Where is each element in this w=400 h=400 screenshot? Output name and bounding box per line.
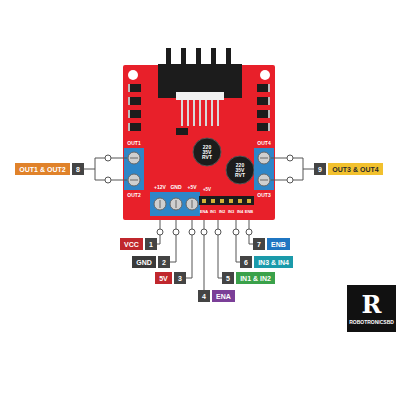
callout-number-text: 6 xyxy=(244,259,248,266)
callout-number: 1 xyxy=(145,238,157,250)
pin-tag-text: ENA xyxy=(216,293,231,300)
board-silkscreen-label: +12V xyxy=(154,185,166,190)
board-silkscreen-label: +5V xyxy=(187,185,196,190)
callout-dot xyxy=(105,155,293,235)
callout-number-text: 9 xyxy=(318,166,322,173)
board-silkscreen-label: IN4 xyxy=(237,210,243,214)
callout-number-text: 1 xyxy=(149,241,153,248)
board-silkscreen-label: IN3 xyxy=(228,210,234,214)
capacitor-marking: 220 35V RVT xyxy=(232,163,248,178)
pin-tag-text: IN3 & IN4 xyxy=(258,259,289,266)
pin-tag-text: 5V xyxy=(159,275,168,282)
pin-tag-text: VCC xyxy=(124,241,139,248)
circuit-board xyxy=(123,65,275,220)
pin-tag-text: GND xyxy=(136,259,152,266)
callout-number-text: 3 xyxy=(178,275,182,282)
callout-number: 4 xyxy=(198,290,210,302)
pin-tag-text: IN1 & IN2 xyxy=(240,275,271,282)
callout-number: 5 xyxy=(222,272,234,284)
board-silkscreen-label: +5V xyxy=(203,188,211,193)
pin-tag-text: OUT3 & OUT4 xyxy=(332,166,378,173)
leader-lines xyxy=(84,158,314,290)
board-silkscreen-label: ENB xyxy=(245,210,253,214)
capacitor xyxy=(226,156,254,184)
pin-tag: ENA xyxy=(212,290,235,302)
board-silkscreen-label: OUT2 xyxy=(127,193,140,198)
mounting-hole xyxy=(260,70,270,80)
callout-number-text: 5 xyxy=(226,275,230,282)
pin-tag: VCC xyxy=(120,238,143,250)
callout-number: 2 xyxy=(158,256,170,268)
board-silkscreen-label: GND xyxy=(170,185,181,190)
board-silkscreen-label: OUT1 xyxy=(127,141,140,146)
pin-tag: 5V xyxy=(155,272,172,284)
logo-mark: R xyxy=(362,293,382,317)
callout-number: 9 xyxy=(314,163,326,175)
callout-number: 8 xyxy=(72,163,84,175)
logo-text: ROBOTRONICSBD xyxy=(349,320,394,325)
callout-number: 7 xyxy=(253,238,265,250)
callout-number: 6 xyxy=(240,256,252,268)
diode-row xyxy=(128,84,270,131)
board-silkscreen-label: IN1 xyxy=(210,210,216,214)
pin-tag: OUT1 & OUT2 xyxy=(15,163,70,175)
pin-tag: IN1 & IN2 xyxy=(236,272,275,284)
callout-number-text: 4 xyxy=(202,293,206,300)
callout-number-text: 7 xyxy=(257,241,261,248)
callout-number-text: 8 xyxy=(76,166,80,173)
pin-tag-text: ENB xyxy=(271,241,286,248)
pin-tag: OUT3 & OUT4 xyxy=(328,163,383,175)
regulator xyxy=(176,128,188,135)
board-silkscreen-label: OUT3 xyxy=(257,193,270,198)
heatsink xyxy=(158,48,242,100)
callout-number-text: 2 xyxy=(162,259,166,266)
screw-terminal xyxy=(124,148,274,216)
board-silkscreen-label: IN2 xyxy=(219,210,225,214)
pin-tag: IN3 & IN4 xyxy=(254,256,293,268)
pin-tag: GND xyxy=(132,256,156,268)
pin-tag-text: OUT1 & OUT2 xyxy=(19,166,65,173)
pin-header xyxy=(199,196,254,205)
pin-tag: ENB xyxy=(267,238,290,250)
callout-number: 3 xyxy=(174,272,186,284)
board-silkscreen-label: ENA xyxy=(200,210,208,214)
board-silkscreen-label: OUT4 xyxy=(257,141,270,146)
logo-box: R ROBOTRONICSBD xyxy=(347,285,396,332)
mounting-hole xyxy=(128,70,138,80)
capacitor xyxy=(193,138,221,166)
capacitor-marking: 220 35V RVT xyxy=(199,145,215,160)
driver-chip-pins xyxy=(182,100,218,126)
